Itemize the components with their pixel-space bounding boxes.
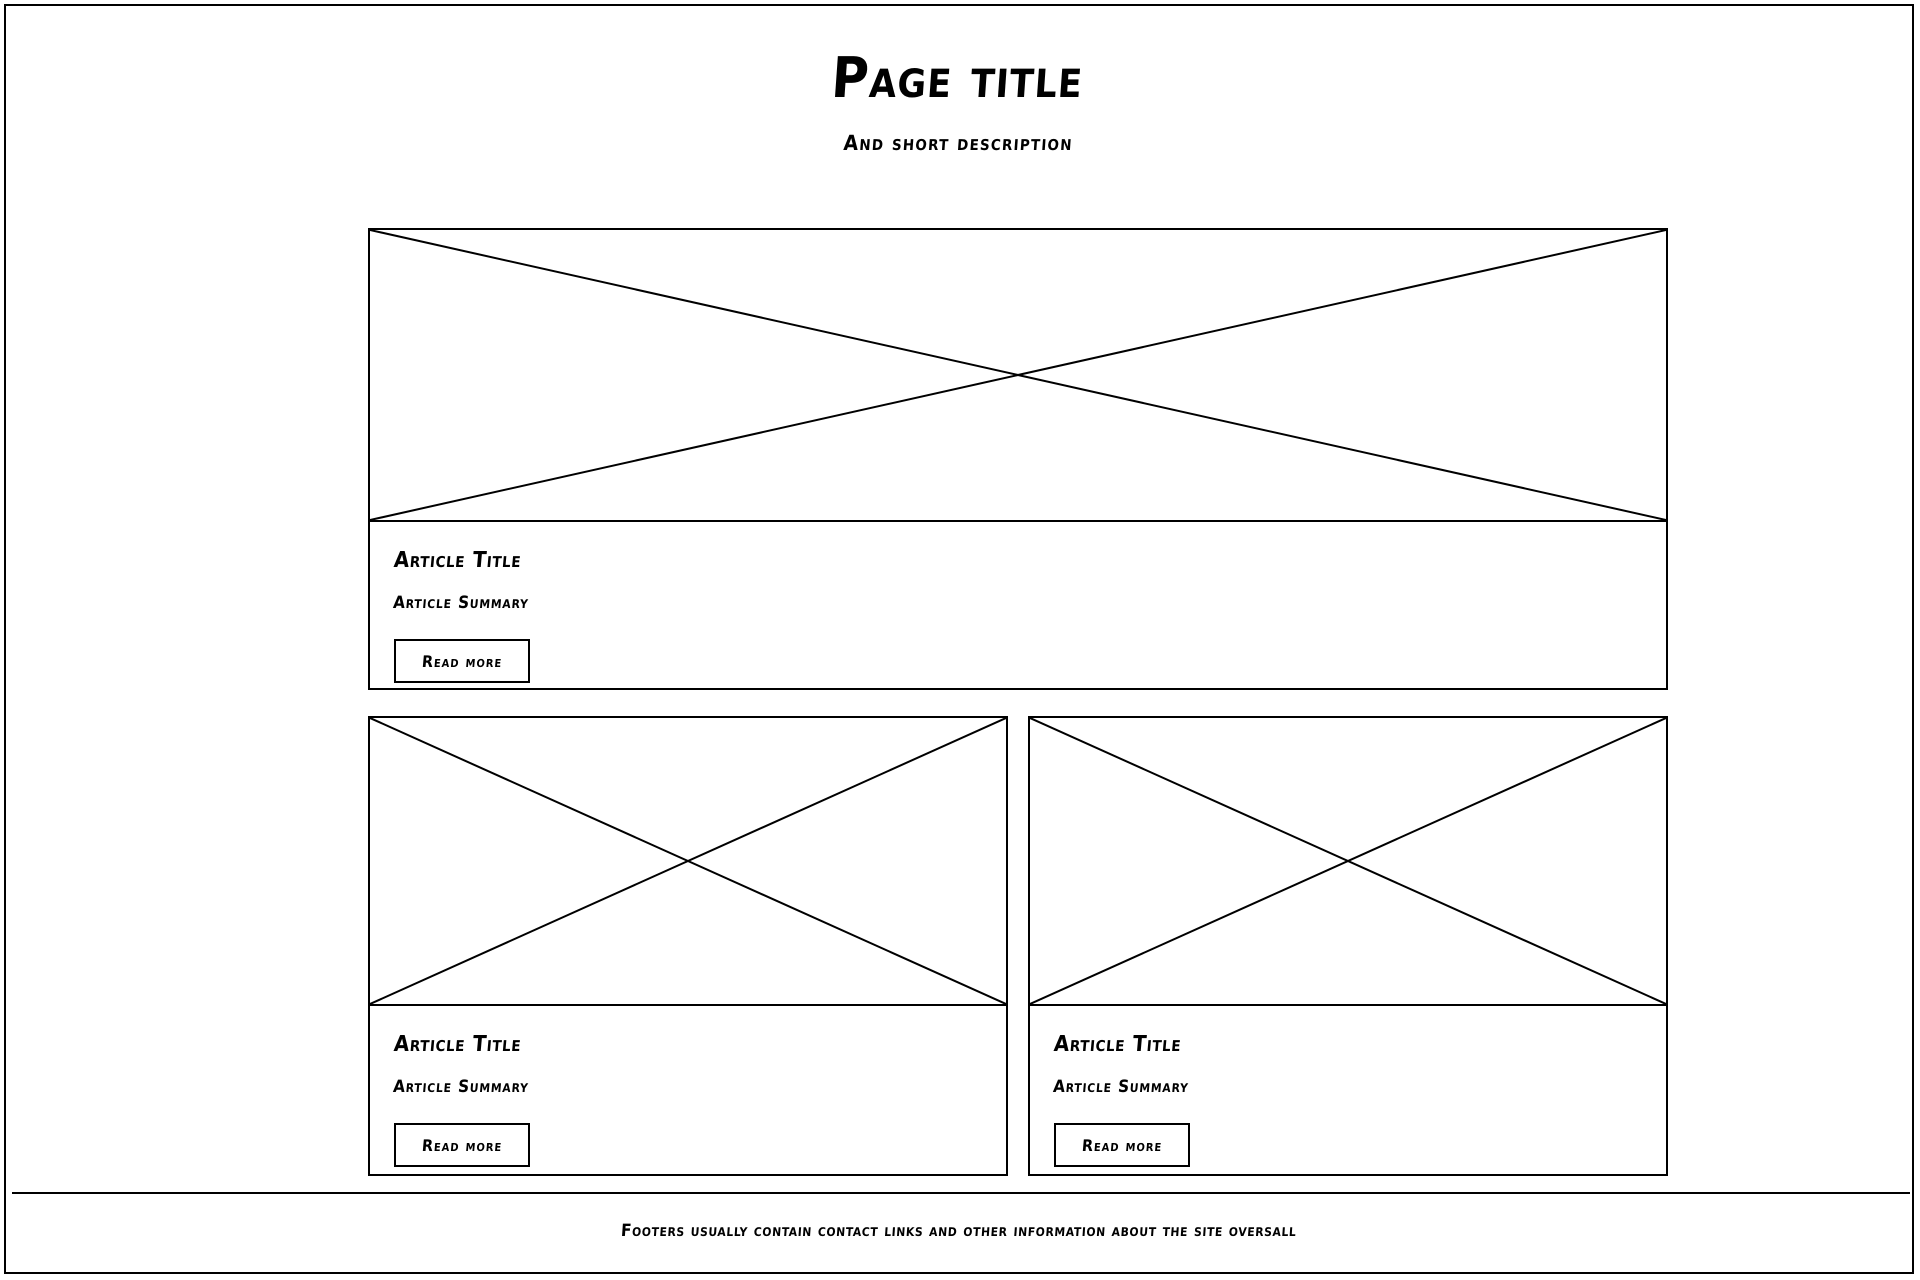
article-title: Article Title [1052,1032,1183,1057]
article-summary: Article Summary [392,593,530,613]
article-summary: Article Summary [392,1077,530,1097]
page-title: Page title [829,46,1086,111]
card-body: Article Title Article Summary Read more [370,1006,1006,1167]
footer-text: Footers usually contain contact links an… [620,1221,1298,1241]
footer-divider [12,1192,1910,1194]
card-body: Article Title Article Summary Read more [1030,1006,1666,1167]
article-card-right[interactable]: Article Title Article Summary Read more [1028,716,1668,1176]
page-frame: Page title And short description Article… [4,4,1914,1274]
article-title: Article Title [392,548,523,573]
read-more-button[interactable]: Read more [394,639,530,683]
card-body: Article Title Article Summary Read more [370,522,1666,683]
article-summary: Article Summary [1052,1077,1190,1097]
image-placeholder-icon [1030,718,1666,1006]
read-more-button-label: Read more [420,652,504,671]
read-more-button-label: Read more [420,1136,504,1155]
page-footer: Footers usually contain contact links an… [6,1221,1912,1241]
read-more-button[interactable]: Read more [394,1123,530,1167]
article-title: Article Title [392,1032,523,1057]
page-header: Page title And short description [6,6,1912,155]
article-card-left[interactable]: Article Title Article Summary Read more [368,716,1008,1176]
image-placeholder-icon [370,230,1666,522]
image-placeholder-icon [370,718,1006,1006]
page-subtitle: And short description [842,130,1074,155]
read-more-button[interactable]: Read more [1054,1123,1190,1167]
article-card-hero[interactable]: Article Title Article Summary Read more [368,228,1668,690]
read-more-button-label: Read more [1080,1136,1164,1155]
